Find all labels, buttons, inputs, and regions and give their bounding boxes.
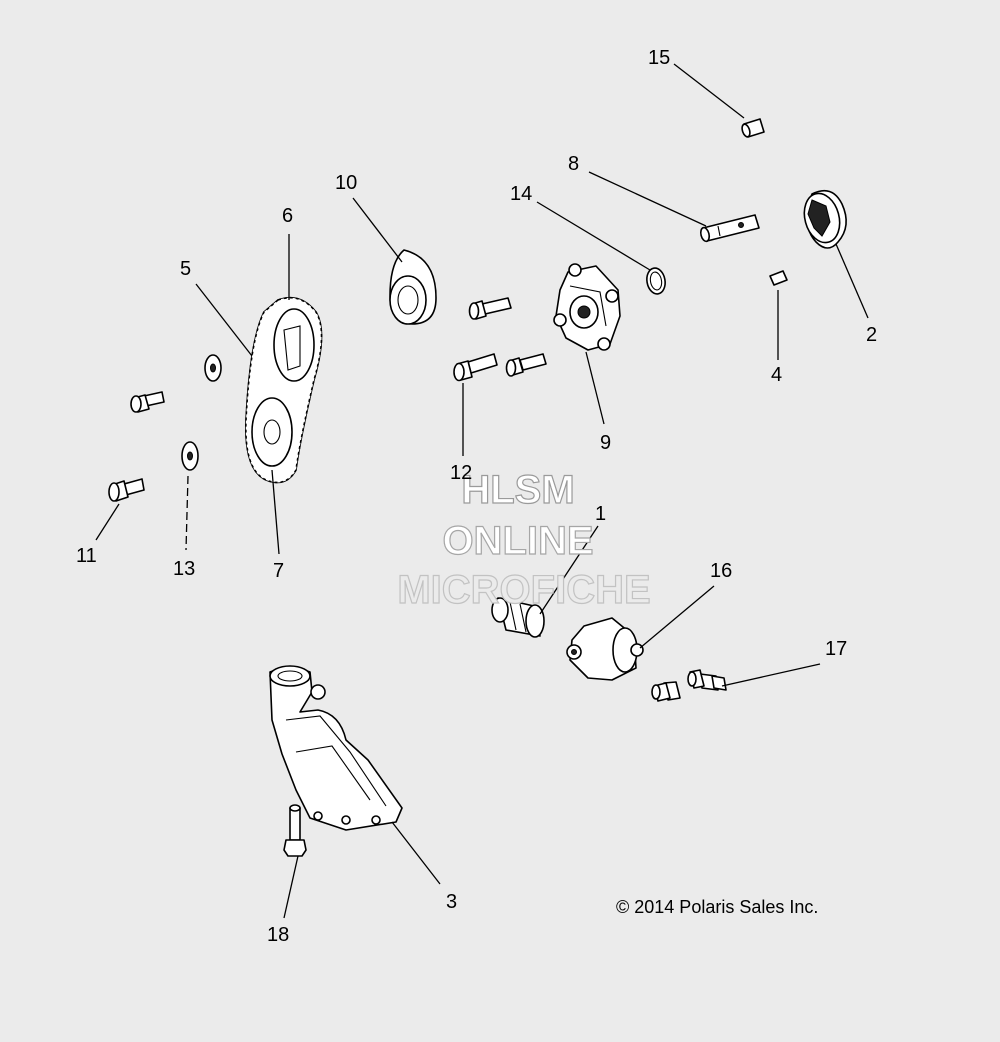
- callout-13: 13: [173, 558, 195, 580]
- part-12-bolt-b: [505, 353, 547, 377]
- callout-12: 12: [450, 462, 472, 484]
- callout-9: 9: [600, 432, 611, 454]
- callout-6: 6: [282, 205, 293, 227]
- callout-11: 11: [76, 545, 97, 567]
- callout-16: 16: [710, 560, 732, 582]
- part-17-bolt-a: [651, 681, 681, 702]
- callout-15: 15: [648, 47, 670, 69]
- part-2-rotor: [803, 189, 847, 249]
- part-7-lower-sprocket: [251, 397, 293, 467]
- callout-18: 18: [267, 924, 289, 946]
- part-8-shaft: [699, 214, 760, 243]
- copyright-notice: © 2014 Polaris Sales Inc.: [616, 897, 818, 917]
- callout-2: 2: [866, 324, 877, 346]
- leader-lines: [95, 63, 869, 919]
- callout-labels: 15 8 10 14 6 5 2 4 9 12 1 11 13 7 16 17 …: [76, 47, 877, 946]
- part-11-bolt-lower: [108, 478, 145, 502]
- part-16-housing: [566, 617, 644, 681]
- callout-8: 8: [568, 153, 579, 175]
- part-9-pump-cover: [553, 263, 621, 351]
- part-12-bolt-c: [453, 353, 498, 382]
- part-13-washer-upper: [204, 354, 222, 382]
- part-10-spacer: [389, 249, 437, 325]
- part-6-upper-sprocket: [273, 308, 315, 382]
- callout-5: 5: [180, 258, 191, 280]
- part-18-bolt: [283, 804, 307, 857]
- watermark-line-3: MICROFICHE: [397, 568, 650, 612]
- callout-17: 17: [825, 638, 847, 660]
- callout-3: 3: [446, 891, 457, 913]
- part-17-bolt-b: [687, 669, 727, 691]
- callout-7: 7: [273, 560, 284, 582]
- watermark-line-1: HLSM: [461, 468, 574, 512]
- part-11-bolt-upper: [130, 391, 165, 413]
- part-4-dowel-pin: [769, 270, 788, 286]
- part-15-sleeve: [741, 118, 765, 138]
- callout-14: 14: [510, 183, 532, 205]
- part-12-bolt-a: [468, 297, 512, 320]
- part-13-washer-lower: [181, 441, 199, 471]
- callout-10: 10: [335, 172, 357, 194]
- watermark-line-2: ONLINE: [442, 519, 593, 563]
- part-3-oil-pickup: [269, 665, 403, 831]
- callout-4: 4: [771, 364, 782, 386]
- watermark: HLSM ONLINE MICROFICHE: [397, 467, 652, 612]
- callout-1: 1: [595, 503, 606, 525]
- part-14-o-ring: [646, 267, 666, 295]
- part-1-pump-body: [491, 597, 545, 638]
